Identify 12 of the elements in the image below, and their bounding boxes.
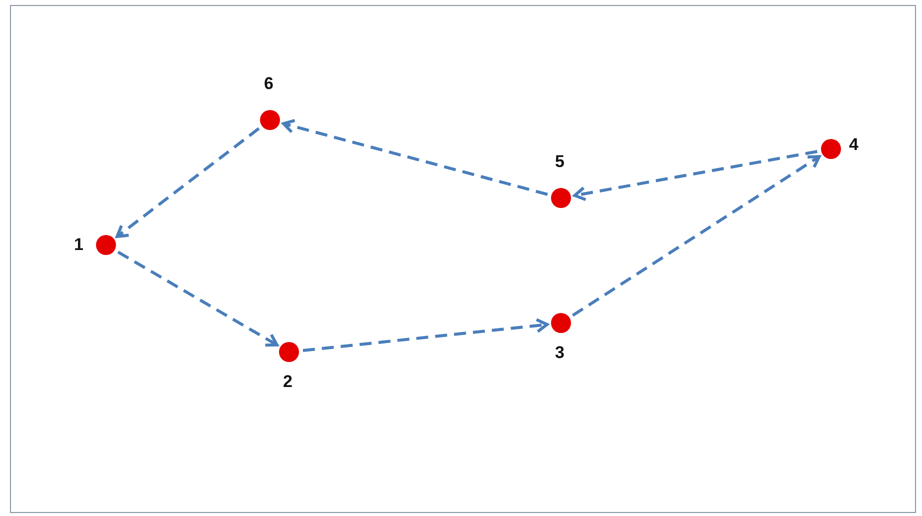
- point-label: 5: [555, 152, 564, 172]
- arrow: [573, 150, 818, 202]
- point-label: 4: [849, 135, 858, 155]
- arrow: [116, 127, 260, 238]
- arrow: [572, 155, 821, 317]
- point-label: 3: [555, 343, 564, 363]
- point-label: 1: [74, 235, 84, 255]
- arrow: [117, 250, 278, 347]
- point-label: 2: [283, 372, 292, 392]
- arrow: [302, 318, 549, 352]
- point-label: 6: [264, 74, 274, 94]
- arrow: [282, 118, 548, 196]
